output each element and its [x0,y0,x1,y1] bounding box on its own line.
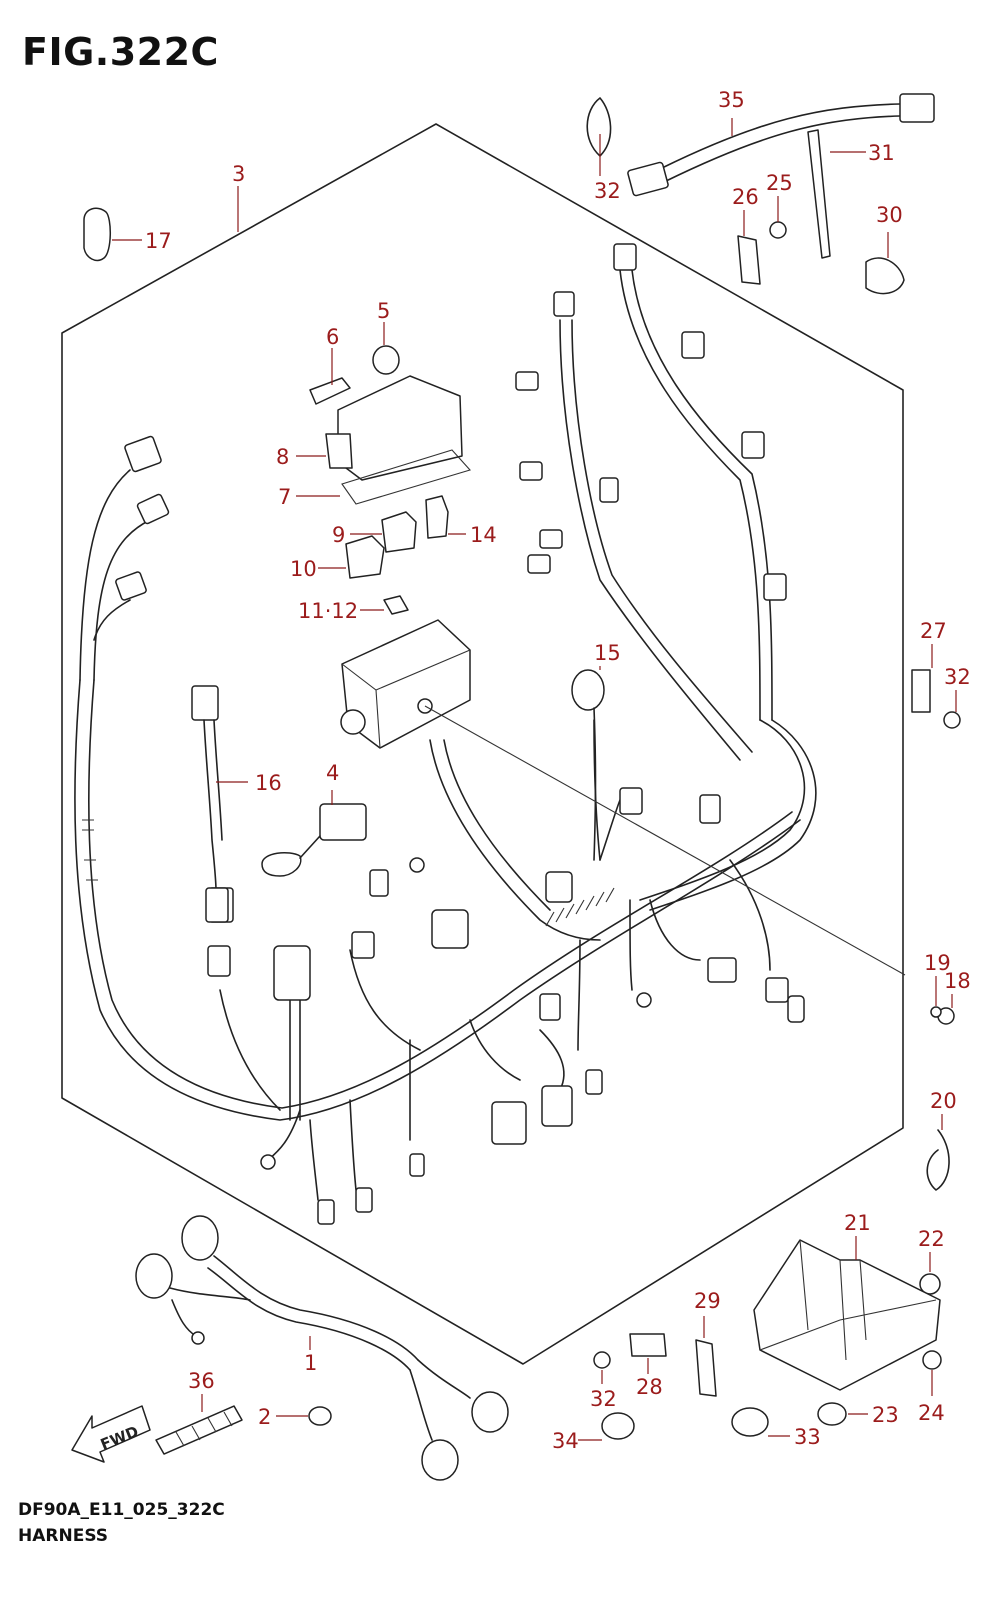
callout-34: 34 [552,1429,579,1453]
leader-to-18 [424,705,906,976]
callout-11-12: 11·12 [298,599,358,623]
main-harness [74,269,817,1201]
callout-22: 23 [872,1403,899,1427]
lower-clamps [593,1333,769,1440]
callout-10: 10 [290,557,317,581]
callout-20: 21 [844,1211,871,1235]
callout-30: 31 [868,141,895,165]
callout-24: 25 [766,171,793,195]
callout-31: 32 [594,179,621,203]
junction-box [340,619,471,749]
drawing-code: DF90A_E11_025_322C [18,1500,225,1520]
callout-7: 7 [278,485,291,509]
callout-17: 18 [944,969,971,993]
callout-32-upper: 32 [944,665,971,689]
callout-3: 3 [232,162,245,186]
callout-14: 15 [594,641,621,665]
callout-32-lower: 32 [590,1387,617,1411]
callouts: 3 17 5 6 8 7 9 14 10 11·12 15 16 4 32 35… [112,88,971,1453]
callout-8: 8 [276,445,289,469]
callout-19: 20 [930,1089,957,1113]
harness-connectors [115,243,805,1225]
right-small-parts [817,669,961,1426]
callout-15: 16 [255,771,282,795]
callout-4: 4 [326,761,339,785]
callout-33: 33 [794,1425,821,1449]
callout-21: 22 [918,1227,945,1251]
sub-harness-15 [191,685,229,923]
harness-1 [135,1215,509,1481]
callout-25: 26 [732,185,759,209]
callout-9: 9 [332,523,345,547]
callout-29: 30 [876,203,903,227]
assembly-boundary [61,123,904,1365]
callout-36: 36 [188,1369,215,1393]
callout-28: 29 [694,1289,721,1313]
callout-16: 17 [145,229,172,253]
relay-box-cover [309,345,471,505]
callout-6: 6 [326,325,339,349]
cap-16 [83,207,111,262]
callout-13: 14 [470,523,497,547]
callout-26: 27 [920,619,947,643]
callout-35: 35 [718,88,745,112]
callout-23: 24 [918,1401,945,1425]
sensor-4 [261,803,367,877]
relays [345,495,449,615]
upper-right-parts [586,93,935,295]
cap-14 [571,669,605,861]
fwd-arrow-icon: FWD [71,1405,151,1463]
callout-1: 1 [304,1351,317,1375]
callout-2: 2 [258,1405,271,1429]
callout-27: 28 [636,1375,663,1399]
bracket-20 [753,1239,941,1391]
figure-title: FIG.322C [22,30,219,74]
drawing-name: HARNESS [18,1526,109,1546]
callout-18: 19 [924,951,951,975]
callout-5: 5 [377,299,390,323]
